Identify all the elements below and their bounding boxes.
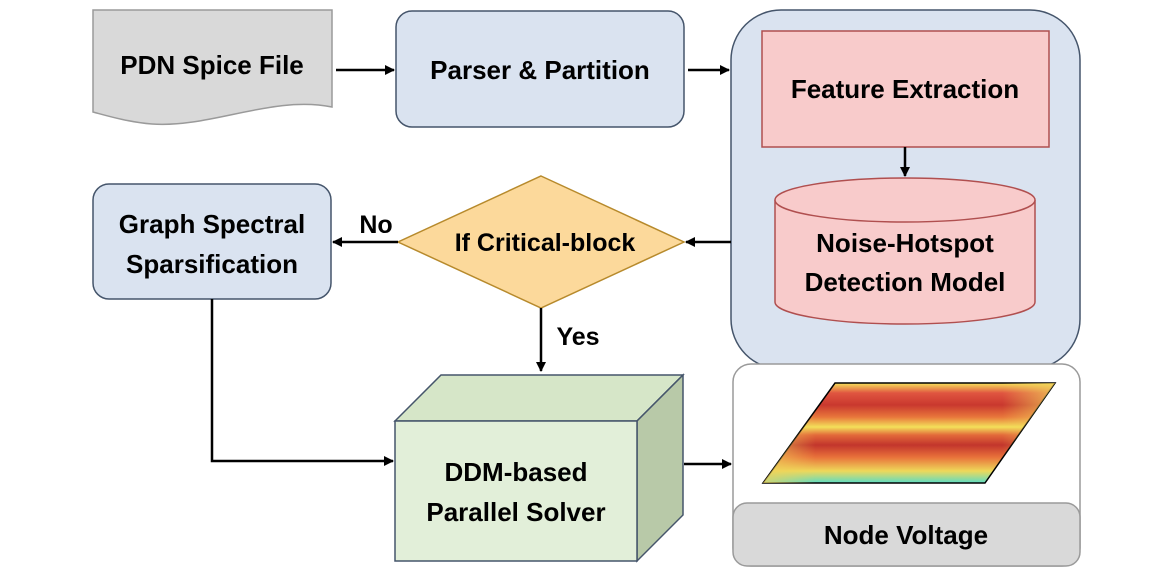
arrow-sparsification-to-solver xyxy=(210,299,394,466)
edge-label-yes: Yes xyxy=(556,323,599,351)
graph-spectral-label-line2: Sparsification xyxy=(126,249,298,279)
critical-block-label: If Critical-block xyxy=(455,229,636,257)
noise-hotspot-label-line2: Detection Model xyxy=(805,267,1006,297)
node-voltage-label: Node Voltage xyxy=(824,520,988,550)
cylinder-top xyxy=(774,177,1036,223)
feature-extraction-node: Feature Extraction xyxy=(761,30,1050,148)
cube-top-face xyxy=(393,374,685,422)
pdn-spice-file-node: PDN Spice File xyxy=(92,9,333,126)
graph-spectral-label-line1: Graph Spectral xyxy=(119,209,305,239)
noise-hotspot-label-line1: Noise-Hotspot xyxy=(816,228,994,258)
document-shape xyxy=(92,9,333,126)
pdn-spice-file-label: PDN Spice File xyxy=(120,50,304,80)
parser-partition-label: Parser & Partition xyxy=(430,55,650,85)
ddm-solver-node: DDM-based Parallel Solver xyxy=(393,373,685,563)
ddm-solver-label-line1: DDM-based xyxy=(444,457,587,487)
ddm-solver-label-line2: Parallel Solver xyxy=(426,497,605,527)
process-box xyxy=(92,183,332,300)
edge-label-no: No xyxy=(359,211,392,239)
cylinder-body xyxy=(774,200,1036,325)
parser-partition-node: Parser & Partition xyxy=(395,10,685,128)
graph-spectral-node: Graph Spectral Sparsification xyxy=(92,183,332,300)
connectors xyxy=(210,65,910,469)
critical-block-decision: If Critical-block xyxy=(396,175,686,309)
output-label-box xyxy=(732,502,1081,567)
feature-extraction-box xyxy=(761,30,1050,148)
voltage-heatmap xyxy=(761,382,1057,484)
feature-extraction-label: Feature Extraction xyxy=(791,74,1019,104)
cube-front-face xyxy=(394,420,638,562)
noise-hotspot-model-node: Noise-Hotspot Detection Model xyxy=(774,177,1036,325)
process-box xyxy=(395,10,685,128)
node-voltage-output: Node Voltage xyxy=(732,363,1081,567)
